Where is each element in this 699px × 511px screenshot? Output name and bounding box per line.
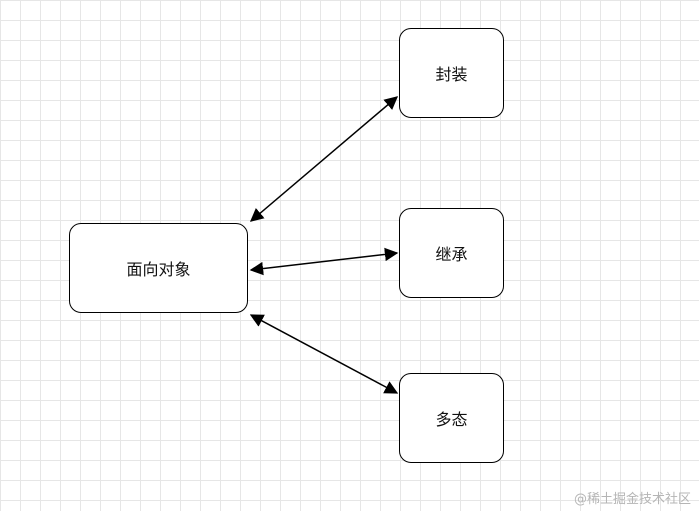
edge-main-to-inheritance <box>249 247 399 276</box>
node-object-oriented[interactable]: 面向对象 <box>69 223 248 313</box>
edge-main-to-encapsulation <box>249 96 399 222</box>
node-polymorphism[interactable]: 多态 <box>399 373 504 463</box>
node-inheritance[interactable]: 继承 <box>399 208 504 298</box>
watermark: @稀土掘金技术社区 <box>573 492 691 507</box>
node-label: 继承 <box>435 245 468 264</box>
node-label: 封装 <box>435 65 468 84</box>
node-label: 多态 <box>435 410 468 429</box>
node-label: 面向对象 <box>126 260 191 279</box>
edge-main-to-polymorphism <box>249 314 399 394</box>
node-encapsulation[interactable]: 封装 <box>399 28 504 118</box>
